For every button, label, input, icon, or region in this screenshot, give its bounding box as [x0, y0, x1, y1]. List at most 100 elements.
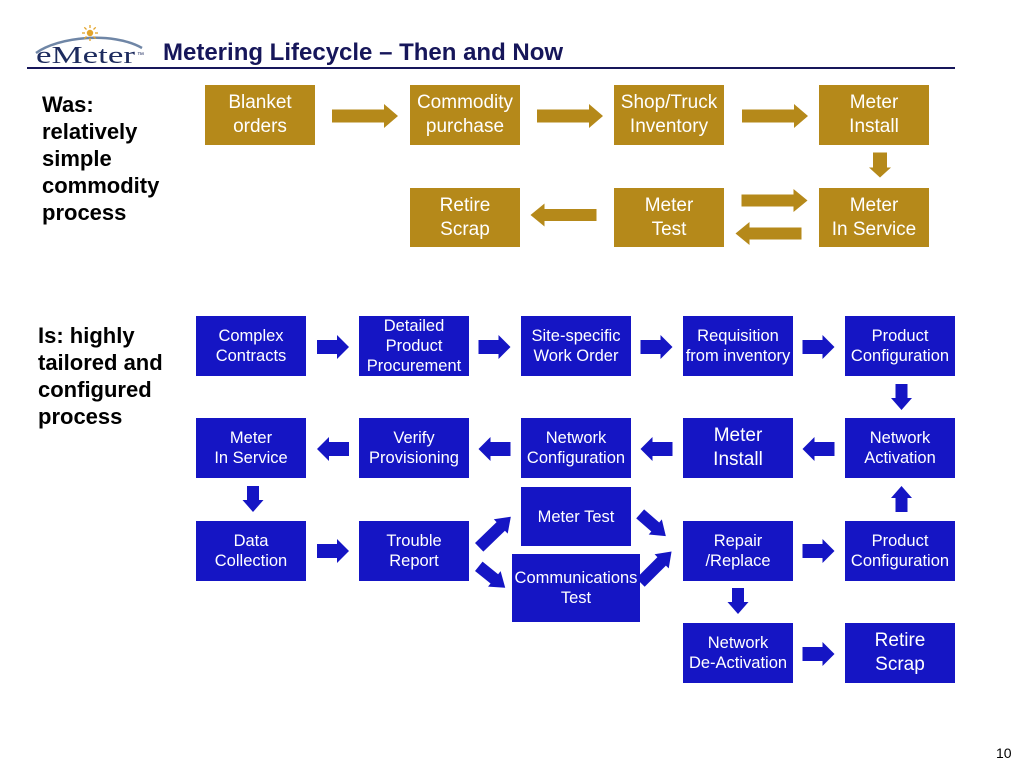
now-step-meter-test: Meter Test	[521, 487, 631, 546]
step-label-line: Test	[651, 218, 687, 240]
step-label-line: Contracts	[215, 347, 287, 365]
now-step-network-de-activation: Network De-Activation	[683, 623, 793, 683]
label-line: process	[42, 200, 127, 225]
step-label-line: Product	[871, 532, 929, 550]
now-step-meter-in-service: Meter In Service	[196, 418, 306, 478]
arrow-data-collection-to-trouble-report	[317, 539, 349, 563]
step-label-line: Network	[869, 429, 931, 447]
step-label-line: Data	[233, 532, 269, 550]
now-step-data-collection: Data Collection	[196, 521, 306, 581]
arrow-blanket-orders-to-commodity-purchase	[332, 104, 398, 128]
arrow-repair-replace-to-network-de-activation	[727, 588, 749, 614]
step-label-line: Scrap	[875, 654, 925, 675]
arrow-product-configuration-to-network-activation	[891, 384, 912, 410]
now-step-product-configuration-bottom: Product Configuration	[845, 521, 955, 581]
then-step-retire-scrap: Retire Scrap	[410, 188, 520, 247]
now-step-detailed-product-procurement: Detailed Product Procurement	[359, 316, 469, 376]
then-step-blanket-orders: Blanket orders	[205, 85, 315, 145]
step-label-line: Site-specific	[531, 327, 621, 345]
step-label-line: Configuration	[850, 552, 950, 570]
step-label-line: Network	[707, 634, 769, 652]
now-step-communications-test: Communications Test	[512, 554, 640, 622]
step-label-line: Install	[849, 116, 899, 137]
step-label-line: Report	[389, 552, 439, 570]
arrow-meter-test-to-repair-replace	[636, 509, 666, 537]
label-line: commodity	[42, 173, 160, 198]
step-label-line: Inventory	[629, 116, 709, 137]
step-label-line: Network	[545, 429, 607, 447]
arrow-meter-test-to-retire-scrap	[530, 203, 597, 227]
then-step-meter-in-service: Meter In Service	[819, 188, 929, 247]
step-label-line: Meter	[849, 194, 899, 216]
arrow-shop-truck-inventory-to-meter-install	[742, 104, 808, 128]
step-label-line: Retire	[874, 630, 926, 651]
step-label-line: Detailed	[383, 317, 445, 335]
now-process-label: Is: highly tailored and configured proce…	[38, 322, 163, 430]
now-step-network-configuration: Network Configuration	[521, 418, 631, 478]
label-line: tailored and	[38, 350, 163, 375]
step-label-line: Provisioning	[369, 449, 459, 467]
step-label-line: Install	[713, 449, 763, 470]
step-label-line: Requisition	[697, 327, 779, 345]
arrow-complex-contracts-to-detailed-product-procurement	[317, 335, 349, 359]
step-label-line: In Service	[831, 218, 917, 240]
arrow-trouble-report-to-communications-test	[475, 561, 506, 588]
step-label-line: /Replace	[705, 552, 771, 570]
step-label-line: Product	[871, 327, 929, 345]
step-label-line: Collection	[214, 552, 288, 570]
now-step-site-specific-work-order: Site-specific Work Order	[521, 316, 631, 376]
step-label-line: Scrap	[440, 218, 490, 240]
then-step-meter-test: Meter Test	[614, 188, 724, 247]
then-step-commodity-purchase: Commodity purchase	[410, 85, 520, 145]
now-step-verify-provisioning: Verify Provisioning	[359, 418, 469, 478]
now-step-repair-replace: Repair /Replace	[683, 521, 793, 581]
then-process-label: Was: relatively simple commodity process	[42, 91, 159, 226]
step-label-line: orders	[233, 116, 287, 137]
label-line: simple	[42, 146, 112, 171]
step-label-line: Product	[385, 337, 443, 355]
arrow-communications-test-to-repair-replace	[636, 551, 672, 587]
step-label-line: Meter	[229, 429, 273, 447]
step-label-line: Blanket	[228, 92, 292, 113]
arrow-meter-test-to-meter-in-service	[741, 189, 808, 212]
now-step-trouble-report: Trouble Report	[359, 521, 469, 581]
step-label-line: Retire	[439, 194, 491, 216]
arrow-product-configuration-to-network-activation-up	[891, 486, 912, 512]
arrow-trouble-report-to-meter-test	[475, 516, 511, 552]
label-line: Is: highly	[38, 323, 135, 348]
now-step-product-configuration-top: Product Configuration	[845, 316, 955, 376]
step-label-line: from inventory	[685, 347, 791, 365]
page-number: 10	[996, 745, 1012, 761]
label-line: relatively	[42, 119, 138, 144]
then-step-meter-install: Meter Install	[819, 85, 929, 145]
step-label-line: In Service	[214, 449, 288, 467]
arrow-site-specific-work-order-to-requisition	[640, 335, 673, 359]
arrow-commodity-purchase-to-shop-truck-inventory	[537, 104, 603, 128]
now-step-network-activation: Network Activation	[845, 418, 955, 478]
step-label-line: Test	[560, 589, 592, 607]
label-line: process	[38, 404, 123, 429]
step-label-line: Activation	[864, 449, 936, 467]
arrow-meter-install-to-meter-in-service	[869, 152, 891, 178]
logo-wordmark: eMeter	[36, 43, 135, 69]
logo-trademark: ™	[137, 52, 144, 59]
label-line: configured	[38, 377, 152, 402]
then-step-shop-truck-inventory: Shop/Truck Inventory	[614, 85, 724, 145]
step-label-line: Procurement	[366, 357, 462, 375]
now-step-meter-install: Meter Install	[683, 418, 793, 478]
step-label-line: Meter	[849, 92, 899, 113]
arrow-network-configuration-to-verify-provisioning	[478, 437, 511, 461]
step-label-line: Work Order	[533, 347, 619, 365]
step-label-line: Meter	[713, 425, 763, 446]
step-label-line: Shop/Truck	[620, 92, 718, 113]
step-label-line: Complex	[218, 327, 284, 345]
step-label-line: Meter	[644, 194, 694, 216]
arrow-detailed-product-procurement-to-site-specific-work-order	[478, 335, 511, 359]
now-step-requisition-from-inventory: Requisition from inventory	[683, 316, 793, 376]
label-line: Was:	[42, 92, 94, 117]
arrow-meter-in-service-to-data-collection	[242, 486, 264, 512]
step-label-line: Trouble	[386, 532, 442, 550]
logo-sun-icon	[82, 25, 98, 41]
arrow-network-de-activation-to-retire-scrap	[802, 642, 835, 666]
